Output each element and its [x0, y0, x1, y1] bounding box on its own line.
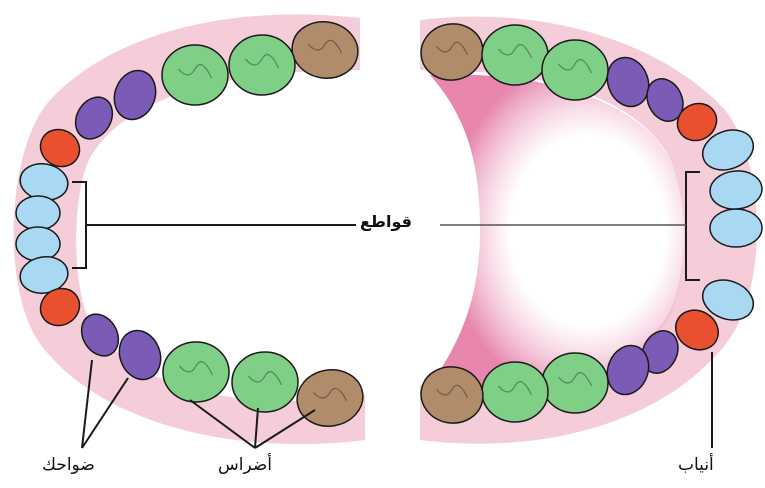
molar-tooth — [482, 362, 548, 422]
molars-label: أضراس — [218, 455, 272, 475]
molar-tooth — [162, 45, 228, 105]
molar-tooth — [542, 353, 608, 413]
premolars-label: ضواحك — [42, 455, 95, 475]
canines-label: أنياب — [678, 455, 714, 475]
molar-tooth — [229, 35, 295, 95]
molar-tooth — [163, 342, 229, 402]
incisor-tooth — [16, 196, 60, 230]
molar-tooth — [542, 40, 608, 100]
incisors-label: قواطع — [356, 212, 416, 231]
incisor-tooth — [710, 209, 762, 247]
incisor-tooth — [16, 227, 60, 261]
molar-tooth — [232, 352, 298, 412]
molar-tooth — [482, 25, 548, 85]
